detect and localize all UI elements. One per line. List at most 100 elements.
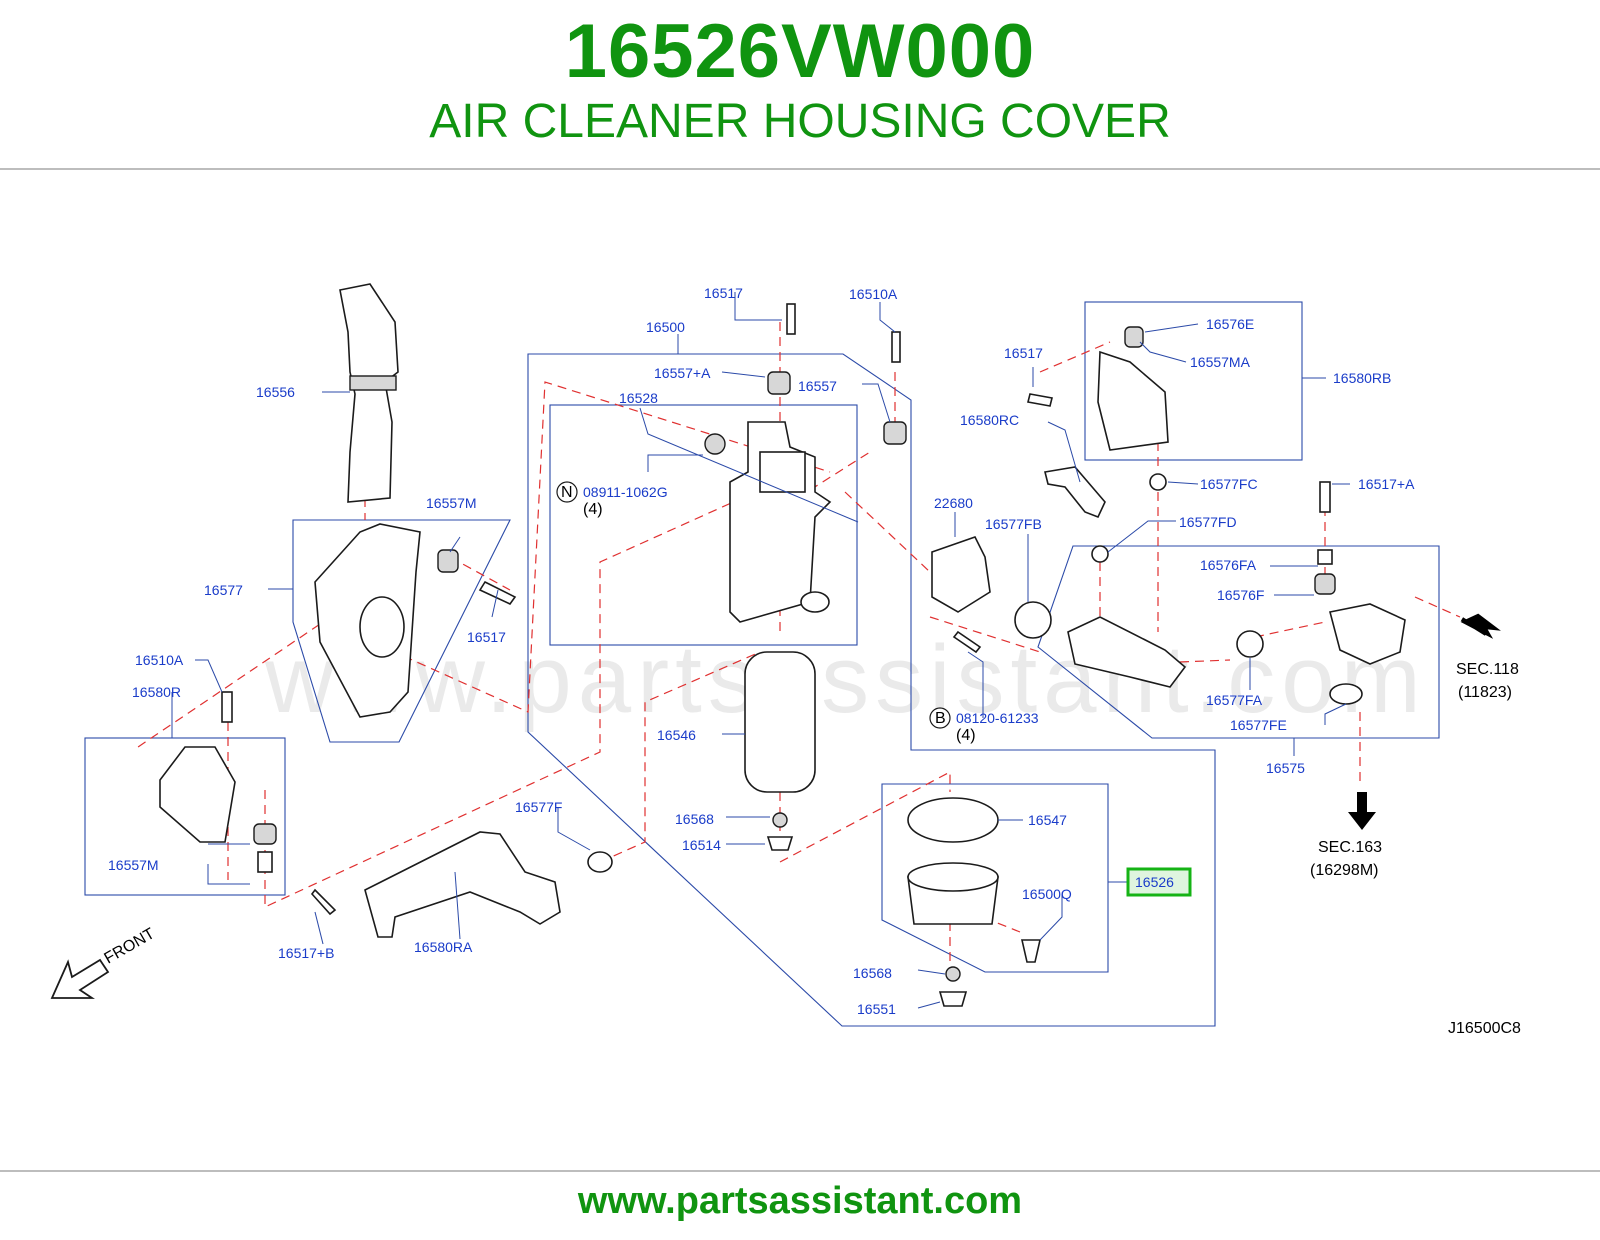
dash-line (929, 616, 1041, 653)
callout-16526-highlighted[interactable]: 16526 (1135, 874, 1174, 890)
leader (721, 371, 766, 378)
callout-16551[interactable]: 16551 (857, 1001, 896, 1017)
header-divider (0, 168, 1600, 170)
duct-16575-shape (1067, 616, 1187, 688)
bolt-16517B (310, 888, 337, 916)
symbol-n: N (561, 484, 573, 501)
leader (862, 383, 891, 423)
callout-16510A-left[interactable]: 16510A (135, 652, 184, 668)
leader (557, 807, 591, 851)
grommet-16557MA (1124, 326, 1144, 348)
leader (1167, 481, 1199, 485)
leader (207, 843, 250, 885)
callout-16568-low[interactable]: 16568 (853, 965, 892, 981)
callout-16580RB[interactable]: 16580RB (1333, 370, 1391, 386)
callout-16580RC[interactable]: 16580RC (960, 412, 1019, 428)
callout-16577FA[interactable]: 16577FA (1206, 692, 1263, 708)
grommet-16557 (883, 421, 907, 445)
leader (1139, 341, 1187, 363)
callout-16514[interactable]: 16514 (682, 837, 721, 853)
callout-16500Q[interactable]: 16500Q (1022, 886, 1072, 902)
callout-16580R[interactable]: 16580R (132, 684, 181, 700)
frame-16577 (292, 519, 511, 743)
dash-line (809, 451, 871, 491)
dash-line (1039, 341, 1111, 373)
duct-16556-shape (339, 283, 399, 503)
cover-rim (907, 862, 999, 892)
footer-website-link[interactable]: www.partsassistant.com (577, 1180, 1023, 1222)
symbol-n-circle (556, 481, 578, 503)
callout-16557A[interactable]: 16557+A (654, 365, 711, 381)
callout-16577FE[interactable]: 16577FE (1230, 717, 1287, 733)
callout-16528[interactable]: 16528 (619, 390, 658, 406)
callout-sec118[interactable]: SEC.118 (1456, 661, 1519, 678)
callout-16557MA[interactable]: 16557MA (1190, 354, 1251, 370)
callout-16517-right[interactable]: 16517 (1004, 345, 1043, 361)
callout-16575[interactable]: 16575 (1266, 760, 1305, 776)
part-number-title: 16526VW000 (564, 9, 1036, 94)
callout-16557[interactable]: 16557 (798, 378, 837, 394)
callout-16557M-top[interactable]: 16557M (426, 495, 477, 511)
inlet-port (359, 596, 405, 658)
callout-16517A[interactable]: 16517+A (1358, 476, 1415, 492)
callout-08911-1062G[interactable]: 08911-1062G (583, 484, 668, 500)
housing-outlet (800, 591, 830, 613)
exploded-view-svg: www.partsassistant.com (50, 283, 1521, 1037)
clamp-16577FC (1149, 473, 1167, 491)
callout-16556[interactable]: 16556 (256, 384, 295, 400)
bracket-16580RA-shape (364, 831, 561, 938)
arrow-sec118-icon (1460, 613, 1501, 639)
callout-16576F[interactable]: 16576F (1217, 587, 1264, 603)
bolt-16510A-left (221, 691, 233, 723)
leader (454, 871, 461, 940)
front-arrow-icon (50, 958, 110, 999)
callout-16577F[interactable]: 16577F (515, 799, 562, 815)
callout-16577FB[interactable]: 16577FB (985, 516, 1042, 532)
leader (647, 454, 703, 472)
callout-16546[interactable]: 16546 (657, 727, 696, 743)
dash-line (137, 615, 333, 748)
leader (967, 651, 984, 718)
callout-16580RA[interactable]: 16580RA (414, 939, 473, 955)
callout-16517-left[interactable]: 16517 (467, 629, 506, 645)
callout-16500[interactable]: 16500 (646, 319, 685, 335)
leader (1107, 520, 1176, 553)
callout-08120-61233[interactable]: 08120-61233 (956, 710, 1039, 726)
callout-16577FD[interactable]: 16577FD (1179, 514, 1237, 530)
callout-16568-mid[interactable]: 16568 (675, 811, 714, 827)
leader (1324, 703, 1347, 725)
callout-16576E[interactable]: 16576E (1206, 316, 1254, 332)
frame-16528 (549, 404, 858, 646)
callout-08120-qty: (4) (956, 727, 976, 744)
callout-16547[interactable]: 16547 (1028, 812, 1067, 828)
wingnut-16551 (938, 991, 968, 1007)
bracket-16580R-shape (159, 746, 236, 843)
frame-16580RB (1084, 301, 1303, 461)
hose-16580RC-shape (1044, 466, 1106, 519)
callout-16577[interactable]: 16577 (204, 582, 243, 598)
callout-16517-top[interactable]: 16517 (704, 285, 743, 301)
callout-sec163[interactable]: SEC.163 (1318, 839, 1382, 856)
collar-16576FA (1317, 549, 1333, 565)
dash-line (1254, 621, 1326, 638)
clamp-16577FB (1014, 601, 1052, 639)
callout-16576FA[interactable]: 16576FA (1200, 557, 1257, 573)
clamp-16577FA (1236, 630, 1264, 658)
clamp-16577F (587, 851, 613, 873)
dash-line (844, 491, 931, 573)
dash-line (389, 381, 831, 713)
callout-16510A-top[interactable]: 16510A (849, 286, 898, 302)
part-name-subtitle: AIR CLEANER HOUSING COVER (429, 95, 1171, 148)
filter-16546-shape (744, 651, 816, 793)
callout-16517B[interactable]: 16517+B (278, 945, 334, 961)
leader (314, 911, 324, 945)
wingnut-16514 (766, 836, 794, 851)
callout-16557M-bottom[interactable]: 16557M (108, 857, 159, 873)
dash-line (779, 771, 951, 863)
callout-sec163-ref: (16298M) (1310, 862, 1378, 879)
callout-16577FC[interactable]: 16577FC (1200, 476, 1258, 492)
callout-sec118-ref: (11823) (1458, 684, 1512, 701)
clamp-16577FD (1091, 545, 1109, 563)
dash-line (449, 556, 511, 591)
callout-22680[interactable]: 22680 (934, 495, 973, 511)
